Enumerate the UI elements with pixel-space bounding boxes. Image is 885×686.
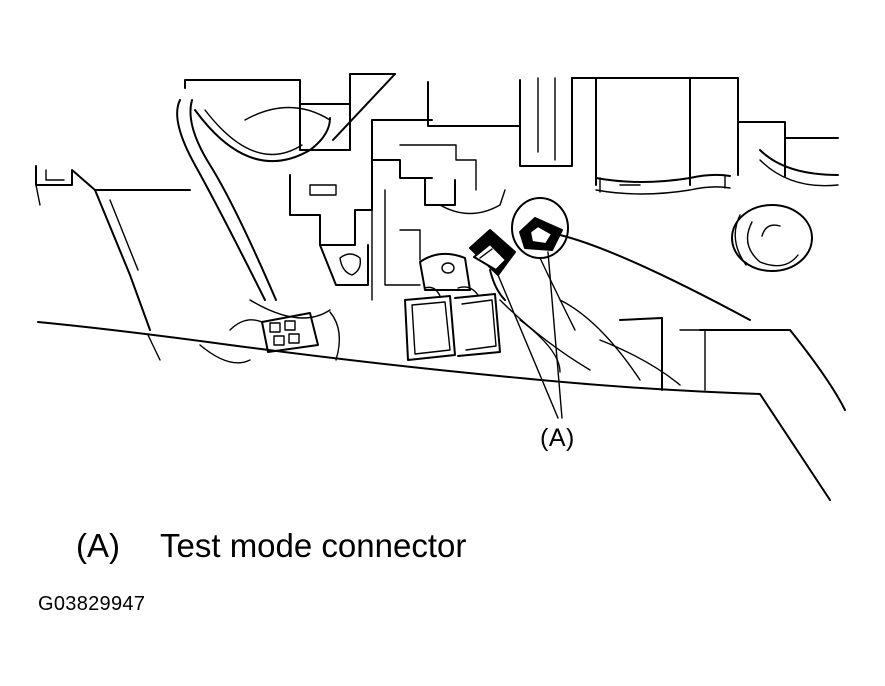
callout-label-a: (A): [540, 424, 575, 452]
test-mode-connector-right: [511, 197, 751, 331]
caption-key: (A): [76, 527, 120, 564]
left-plug: [229, 312, 319, 353]
upper-housing: [184, 73, 839, 195]
dash-panel: [37, 299, 846, 501]
relay-block: [404, 252, 501, 361]
test-mode-connector-left: [469, 229, 516, 301]
wire-harness: [176, 99, 331, 301]
left-bracket: [35, 165, 191, 331]
caption: (A) Test mode connector: [76, 526, 466, 566]
figure-id: G03829947: [38, 593, 146, 615]
column-cover: [289, 119, 506, 301]
callout-leaders: [497, 251, 563, 419]
grommet: [731, 204, 813, 272]
caption-text: Test mode connector: [160, 527, 467, 564]
